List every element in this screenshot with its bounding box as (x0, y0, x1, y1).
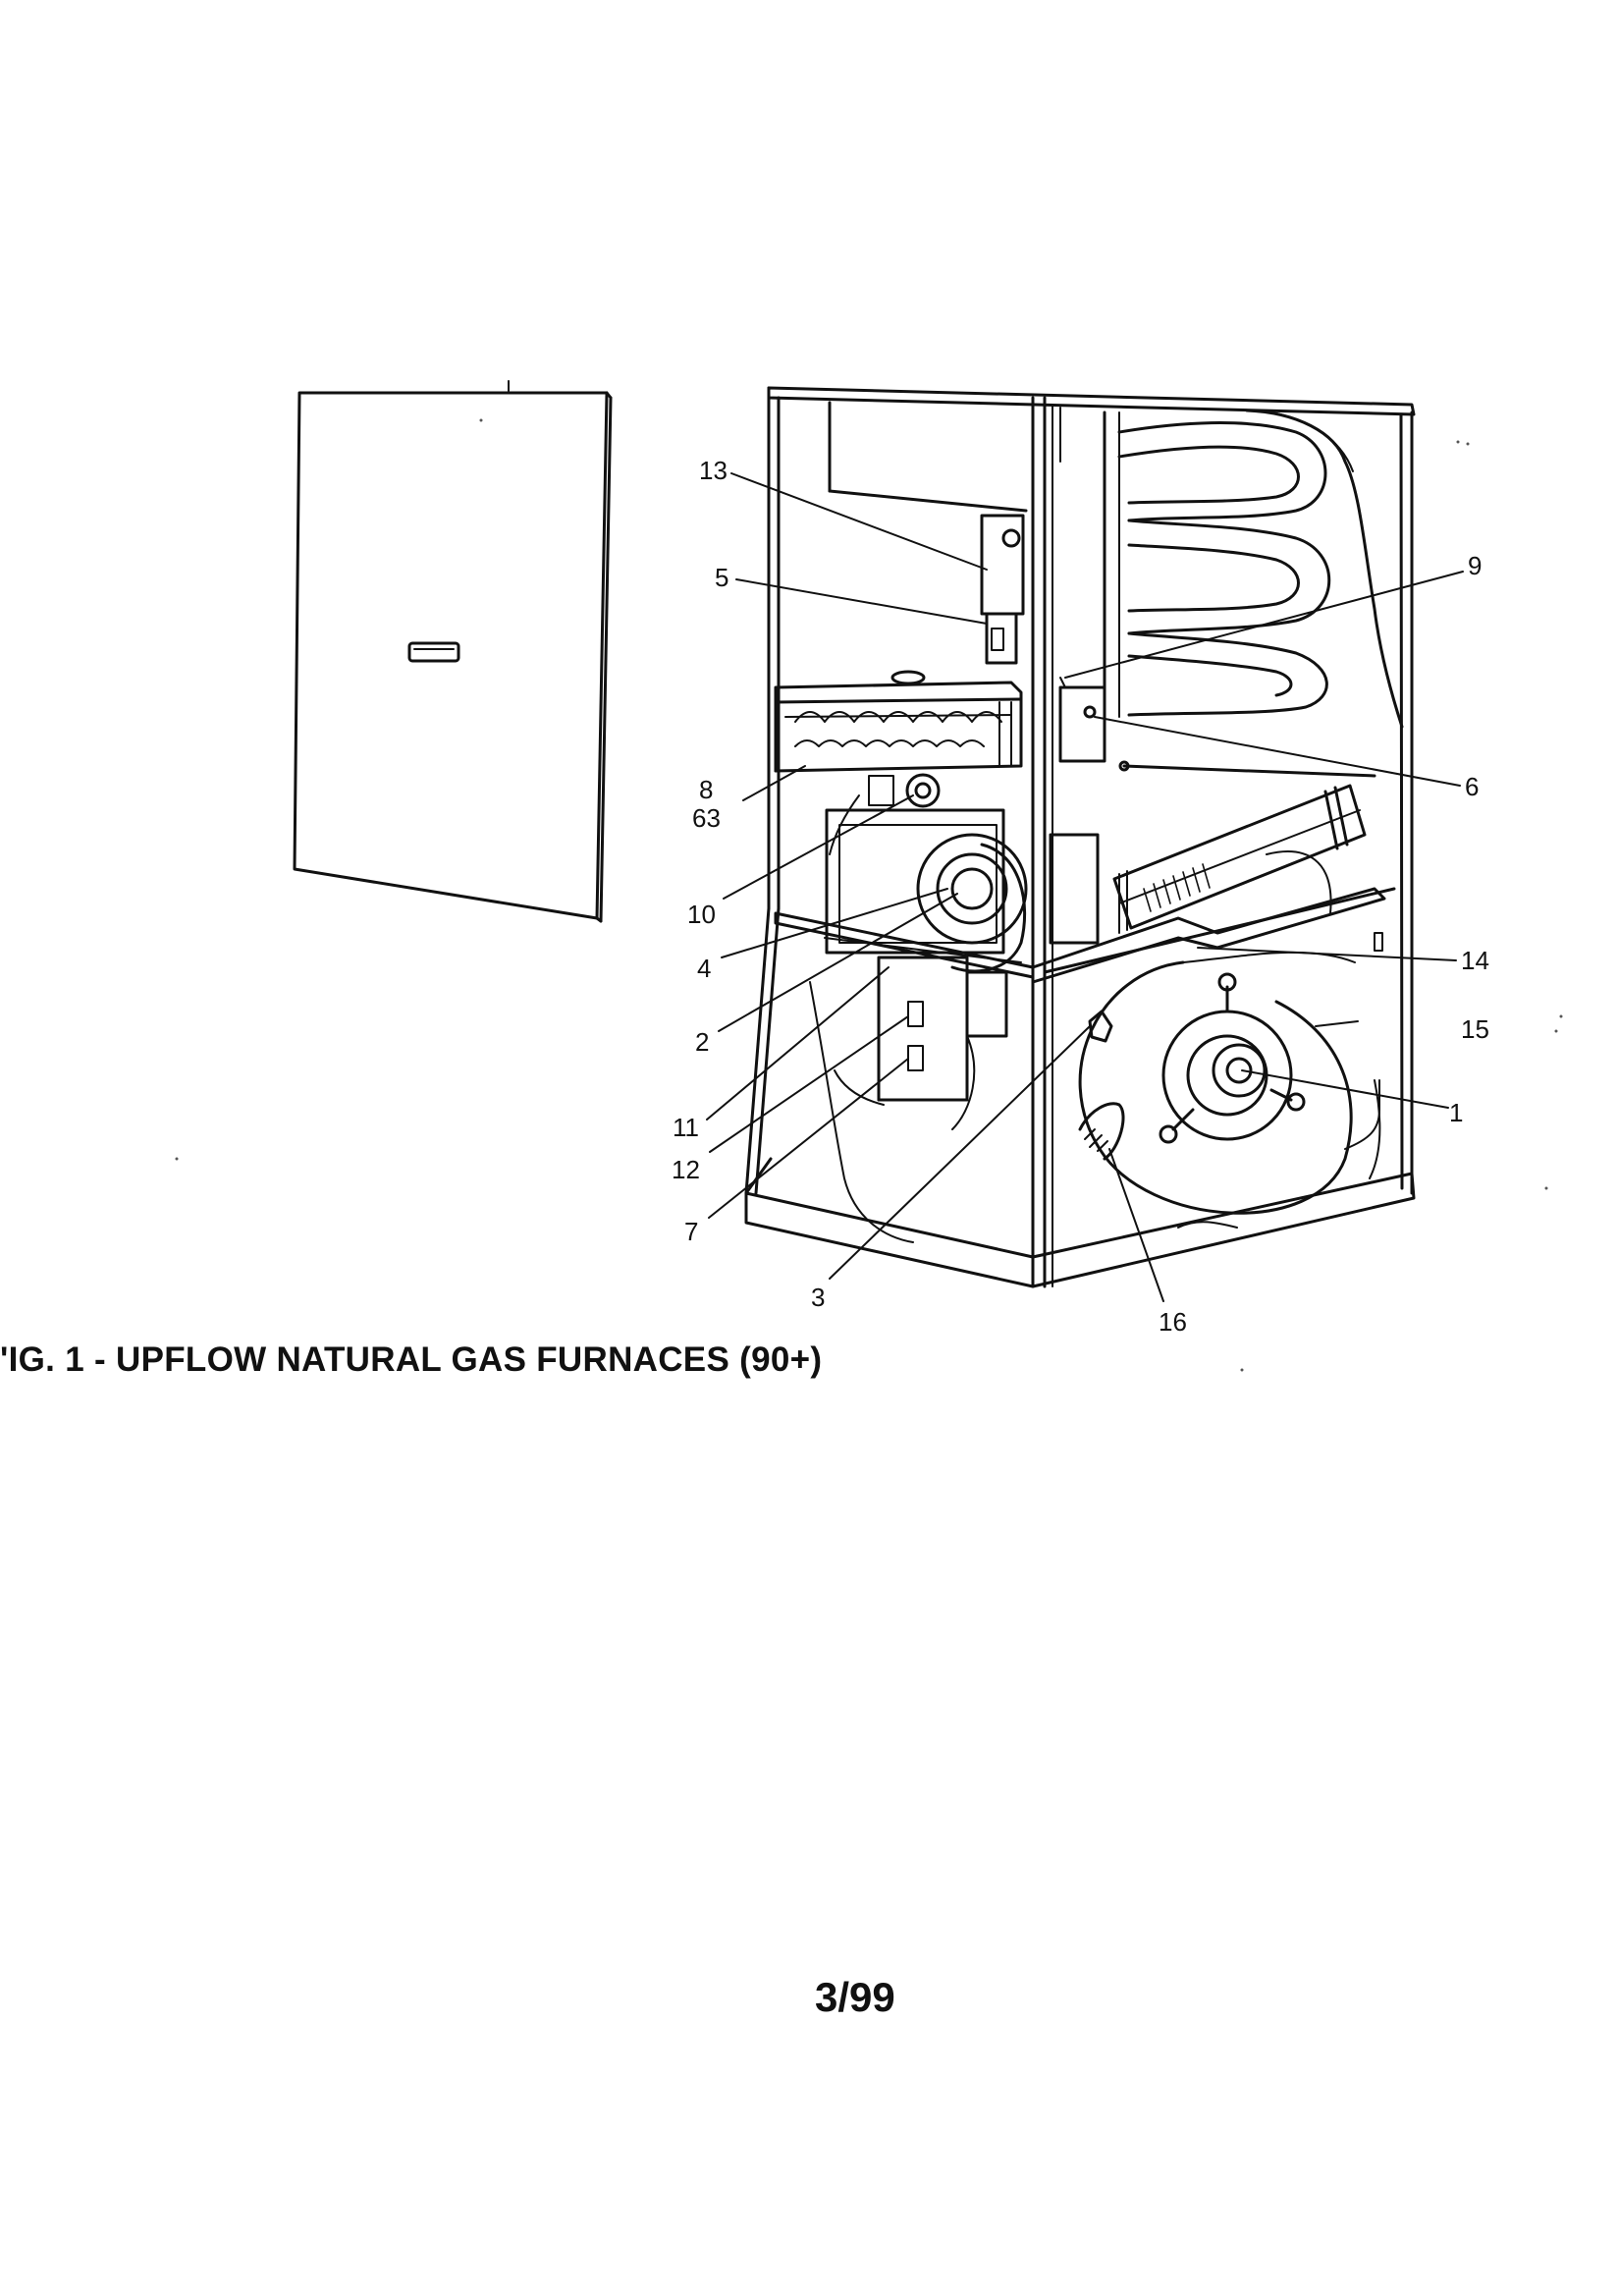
blower-deck (774, 887, 1396, 984)
page-number: 3/99 (815, 1974, 895, 2020)
callout-8: 8 (699, 775, 713, 804)
leader-lines (706, 472, 1464, 1302)
callout-6: 6 (1465, 772, 1479, 801)
sensor-block (1058, 677, 1376, 778)
callout-3: 3 (811, 1283, 825, 1312)
callout-63: 63 (692, 803, 721, 833)
callout-9: 9 (1468, 551, 1482, 580)
callout-13: 13 (699, 456, 728, 485)
heat-exchanger-coils (1117, 409, 1404, 729)
callout-16: 16 (1159, 1307, 1187, 1337)
access-door-panel (293, 380, 613, 923)
vent-pipe (1112, 784, 1367, 934)
callout-4: 4 (697, 954, 711, 983)
control-module (834, 956, 1008, 1130)
callout-1: 1 (1449, 1098, 1463, 1127)
callout-2: 2 (695, 1027, 709, 1057)
callout-5: 5 (715, 563, 728, 592)
callout-14: 14 (1461, 946, 1489, 975)
callout-11: 11 (673, 1113, 699, 1142)
figure-caption: 'IG. 1 - UPFLOW NATURAL GAS FURNACES (90… (0, 1340, 823, 1379)
wiring-and-bracket (809, 981, 1381, 1243)
door-handle (407, 641, 460, 663)
callout-labels: 13 5 9 8 63 6 10 4 14 15 2 1 11 12 7 3 1… (672, 456, 1489, 1337)
scan-specks (175, 418, 1563, 1372)
callout-15: 15 (1461, 1014, 1489, 1044)
control-box (980, 514, 1025, 665)
callout-7: 7 (684, 1217, 698, 1246)
blower-housing (1078, 932, 1383, 1215)
callout-10: 10 (687, 900, 716, 929)
gas-valve-and-inducer (825, 773, 1100, 973)
callout-12: 12 (672, 1155, 700, 1184)
furnace-cabinet (744, 386, 1416, 1288)
burner-assembly (774, 670, 1023, 773)
